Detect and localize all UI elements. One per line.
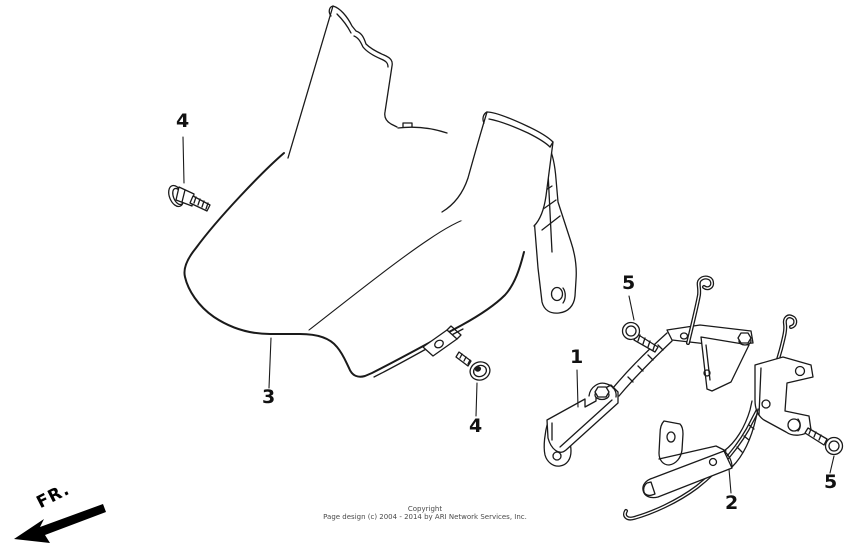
flat-screw-icon	[455, 351, 491, 381]
wire-clip-1-icon	[686, 275, 715, 345]
mounting-bracket-2-drawing	[623, 314, 814, 521]
part-number-1[interactable]: 1	[570, 346, 584, 368]
fork-cover-left	[287, 5, 398, 159]
copyright-footer: Copyright Page design (c) 2004 - 2014 by…	[0, 505, 850, 521]
copyright-line2: Page design (c) 2004 - 2014 by ARI Netwo…	[323, 513, 527, 521]
part-number-2[interactable]: 2	[725, 492, 739, 514]
copyright-line1: Copyright	[407, 505, 443, 513]
pan-screw-upper-icon	[621, 321, 659, 353]
fr-arrow-icon	[14, 504, 106, 543]
part-number-5-right[interactable]: 5	[824, 471, 838, 493]
front-direction-indicator: FR.	[4, 479, 124, 550]
pan-screw-right-icon	[804, 427, 844, 456]
fork-cover-right	[441, 111, 554, 230]
mounting-bracket-1-drawing	[543, 275, 754, 467]
part-number-4-bottom[interactable]: 4	[469, 415, 483, 437]
leader-lines	[182, 136, 835, 494]
part-number-4-top[interactable]: 4	[176, 110, 190, 132]
part-number-5-top[interactable]: 5	[622, 272, 636, 294]
flange-bolt-icon	[168, 184, 211, 212]
front-fender-drawing	[183, 120, 526, 378]
part-number-3[interactable]: 3	[262, 386, 276, 408]
